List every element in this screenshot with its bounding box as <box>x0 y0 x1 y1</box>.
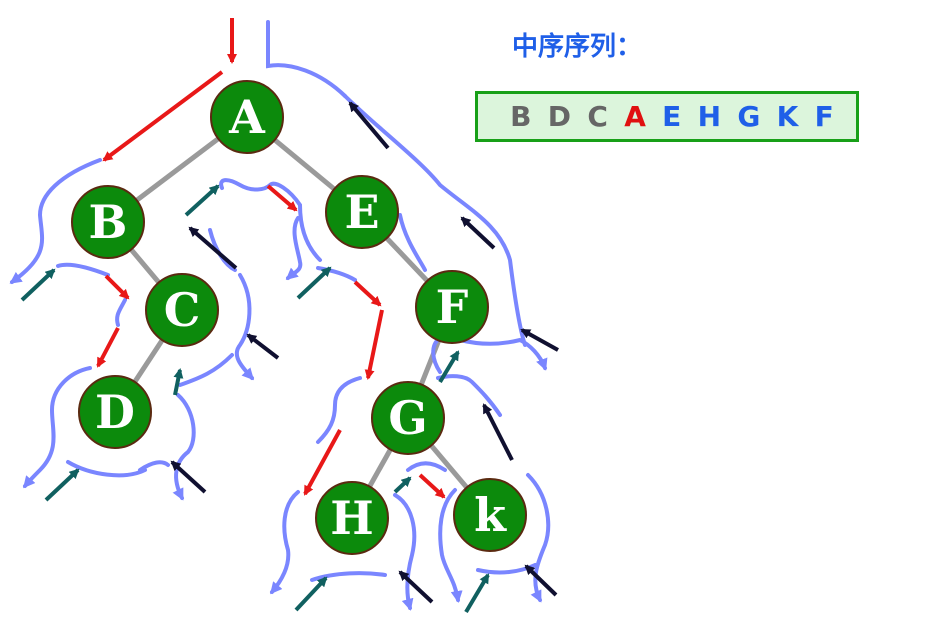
sequence-letter-b: B <box>510 100 532 133</box>
contour-right-k <box>526 473 551 603</box>
contour-g-k <box>406 461 447 472</box>
teal-arrows <box>20 184 490 614</box>
node-label-b: B <box>89 195 128 249</box>
sequence-letter-e: E <box>662 100 682 133</box>
dark-arrow-fr <box>520 328 559 352</box>
contour-left-e <box>285 216 303 280</box>
teal-arrow-h <box>294 576 328 612</box>
contour-under-c <box>178 353 234 387</box>
teal-arrow-g <box>438 350 460 384</box>
red-arrow-e-g <box>353 280 382 307</box>
node-label-d: D <box>95 385 135 439</box>
contour-around-k <box>438 488 463 603</box>
node-circle-f <box>415 270 489 344</box>
teal-arrow-d <box>44 468 80 502</box>
dark-arrow-k <box>524 564 558 597</box>
node-circle-b <box>71 185 145 259</box>
teal-arrow-e <box>296 266 332 300</box>
contour-around-c <box>219 178 322 262</box>
node-label-a: A <box>228 90 266 144</box>
sequence-letter-g: G <box>737 100 761 133</box>
node-label-g: G <box>388 391 427 445</box>
contour-left-g <box>316 376 362 444</box>
sequence-letter-c: C <box>587 100 608 133</box>
node-g: G <box>371 381 445 455</box>
contour-under-d2 <box>138 460 170 472</box>
node-k: k <box>453 478 527 552</box>
dark-arrow-c <box>188 226 238 270</box>
contour-under-d <box>66 460 147 478</box>
node-d: D <box>78 375 152 449</box>
node-label-f: F <box>436 280 469 334</box>
dark-arrow-f <box>460 216 496 250</box>
red-arrows <box>96 18 446 499</box>
node-label-c: C <box>164 283 201 337</box>
node-label-h: H <box>330 491 373 545</box>
node-label-e: E <box>344 185 379 239</box>
node-label-k: k <box>474 488 507 542</box>
red-arrow-a-b <box>102 70 224 162</box>
red-arrow-b-c <box>104 274 130 300</box>
red-arrow-c-e <box>266 184 298 212</box>
contour-right-c <box>234 273 255 381</box>
node-a: A <box>210 80 284 154</box>
dark-arrow-root <box>348 101 390 150</box>
red-arrow-g-h <box>303 429 342 496</box>
node-h: H <box>315 481 389 555</box>
contour-right-ef <box>398 213 427 272</box>
dark-arrow-cr <box>246 333 280 360</box>
contour-under-b <box>56 262 110 277</box>
sequence-letter-h: H <box>697 100 722 133</box>
teal-arrow-k <box>464 573 490 614</box>
node-circle-g <box>371 381 445 455</box>
sequence-letter-k: K <box>776 100 799 133</box>
node-circle-k <box>453 478 527 552</box>
contour-under-f <box>458 337 548 371</box>
contour-left-b <box>9 158 102 284</box>
node-circle-e <box>325 175 399 249</box>
contour-b-c <box>115 298 127 327</box>
node-circle-c <box>145 273 219 347</box>
node-f: F <box>415 270 489 344</box>
node-e: E <box>325 175 399 249</box>
node-circle-a <box>210 80 284 154</box>
node-circle-d <box>78 375 152 449</box>
contour-g-right <box>436 374 502 417</box>
contour-right-d <box>172 393 196 501</box>
teal-arrow-b <box>20 268 56 302</box>
teal-arrow-hk <box>393 476 412 494</box>
dark-arrows <box>170 101 559 604</box>
dark-arrow-g <box>482 403 514 461</box>
dark-arrow-d <box>170 460 207 494</box>
teal-arrow-c <box>184 184 220 217</box>
node-b: B <box>71 185 145 259</box>
sequence-letter-a: A <box>624 100 646 133</box>
contour-root-top <box>266 20 347 98</box>
contour-right-h <box>393 493 417 611</box>
red-arrow-c-d <box>96 327 120 368</box>
dark-arrow-h <box>398 570 434 604</box>
sequence-letter-f: F <box>814 100 834 133</box>
contour-around-d <box>23 366 92 489</box>
contour-around-h <box>270 490 300 595</box>
node-c: C <box>145 273 219 347</box>
red-arrow-e-g2 <box>364 309 384 380</box>
contour-root-right <box>343 94 527 347</box>
teal-arrow-cr <box>173 368 184 396</box>
red-arrow-h-k <box>418 473 446 499</box>
node-circle-h <box>315 481 389 555</box>
sequence-letter-d: D <box>547 100 572 133</box>
sequence-title: 中序序列： <box>512 32 643 62</box>
